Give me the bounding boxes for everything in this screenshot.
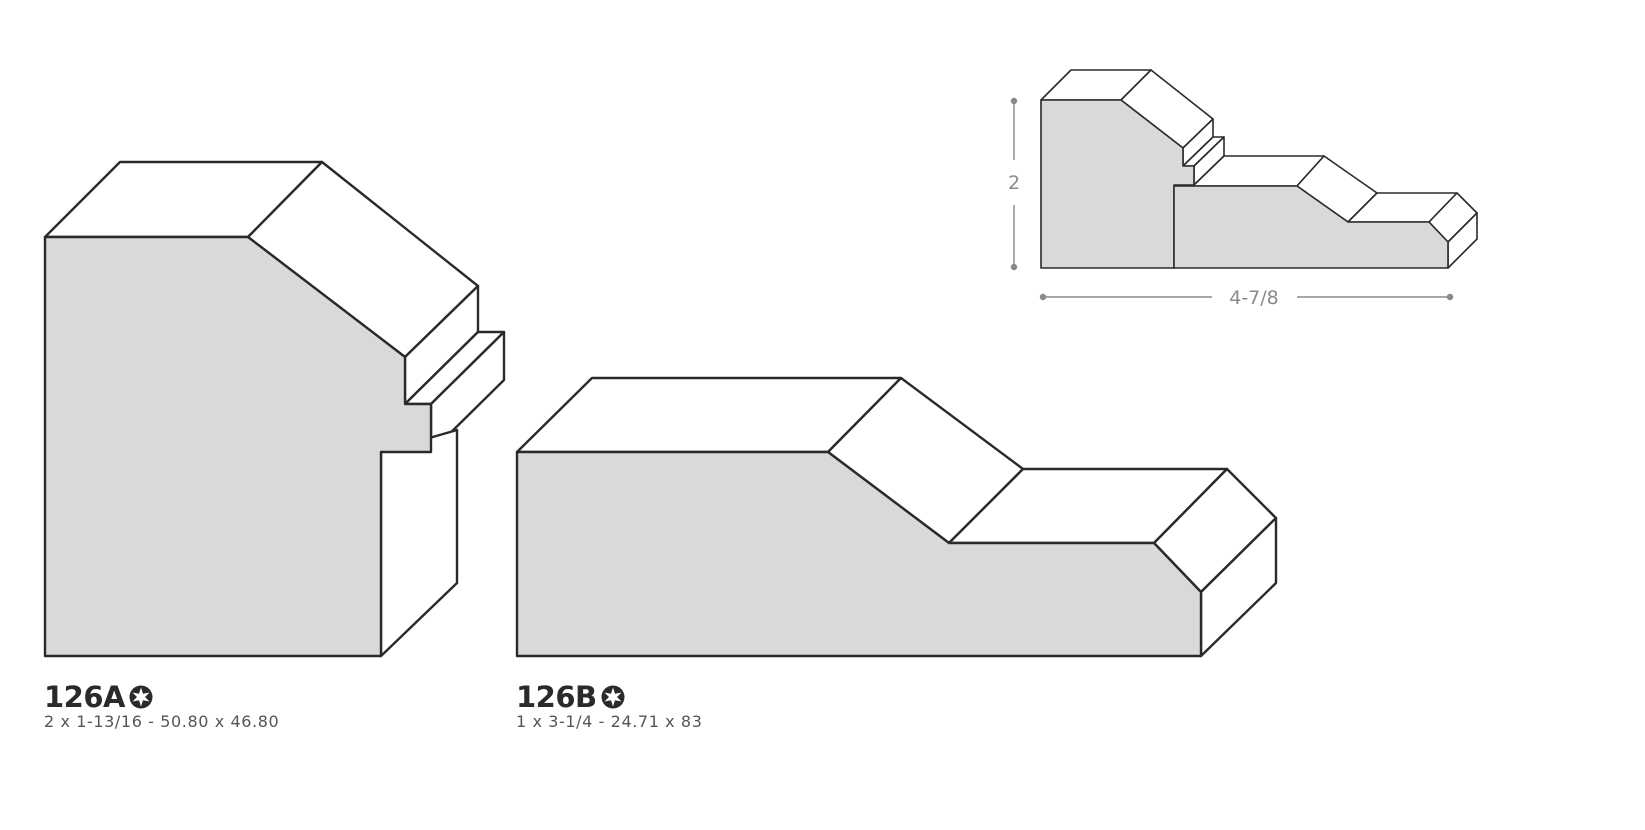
height-dimension-endpoint-top [1010, 97, 1018, 105]
profile-126a-code: 126A [44, 680, 125, 714]
combined-section-126a [1040, 99, 1195, 269]
profile-126a-caption: 126A 2 x 1-13/16 - 50.80 x 46.80 [44, 680, 279, 731]
width-dimension-label: 4-7/8 [1229, 287, 1279, 309]
profile-126a-drawing [43, 160, 506, 658]
dimension-lines [1010, 97, 1454, 301]
height-dimension-label: 2 [1008, 172, 1020, 194]
profile-126b-drawing [515, 376, 1278, 658]
profile-126b-section-face [515, 450, 1203, 658]
star-burst-icon [601, 685, 625, 709]
star-burst-icon [129, 685, 153, 709]
profile-126a-right-side [379, 428, 459, 658]
profile-126b-dimensions: 1 x 3-1/4 - 24.71 x 83 [516, 712, 703, 731]
profile-126a-section-face [43, 235, 433, 658]
combined-section-126b [1173, 185, 1449, 269]
height-dimension-endpoint-bottom [1010, 263, 1018, 271]
combined-profile-drawing [1040, 69, 1478, 269]
profile-126b-caption: 126B 1 x 3-1/4 - 24.71 x 83 [516, 680, 702, 731]
width-dimension-endpoint-left [1039, 293, 1047, 301]
profile-126b-code: 126B [516, 680, 597, 714]
profile-126a-dimensions: 2 x 1-13/16 - 50.80 x 46.80 [44, 712, 280, 731]
width-dimension-endpoint-right [1446, 293, 1454, 301]
